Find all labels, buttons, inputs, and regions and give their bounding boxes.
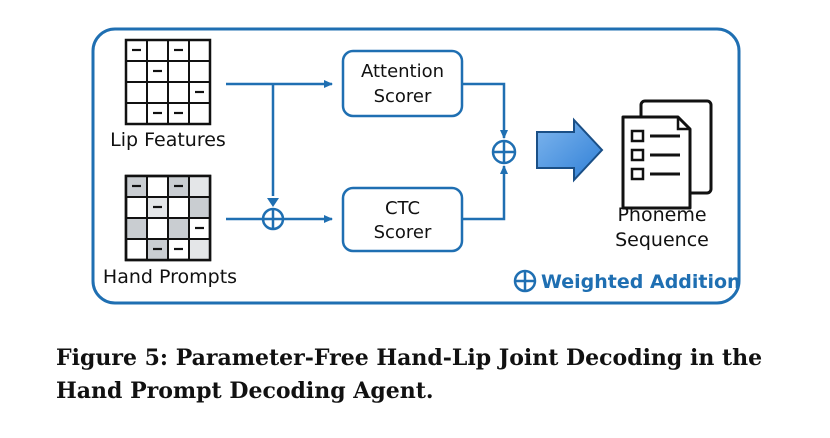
weighted-addition-node-input	[261, 207, 285, 231]
attention-scorer-label-line2: Scorer	[374, 86, 432, 107]
diagram-frame	[91, 27, 741, 305]
figure-caption: Figure 5: Parameter-Free Hand-Lip Joint …	[56, 342, 796, 408]
hand-prompts-label: Hand Prompts	[103, 266, 237, 288]
lip-to-sum-arrowhead	[267, 198, 279, 207]
lip-features-grid-icon	[124, 38, 212, 126]
decoding-diagram: Lip Features Hand Prompts	[91, 27, 741, 305]
attention-scorer-label-line1: Attention	[361, 61, 444, 82]
caption-line-1: Figure 5: Parameter-Free Hand-Lip Joint …	[56, 345, 763, 371]
phoneme-document-icon	[621, 99, 713, 210]
lip-features-label: Lip Features	[110, 129, 226, 151]
phoneme-sequence-label-line2: Sequence	[615, 229, 709, 251]
weighted-addition-node-output	[491, 139, 517, 165]
hand-prompts-grid-icon	[124, 174, 212, 262]
phoneme-sequence-label-line1: Phoneme	[617, 204, 706, 226]
attention-scorer-box	[341, 49, 464, 118]
output-arrow-icon	[536, 117, 604, 183]
weighted-addition-legend-icon	[513, 269, 537, 293]
caption-line-2: Hand Prompt Decoding Agent.	[56, 378, 434, 404]
ctc-scorer-label-line1: CTC	[385, 198, 420, 219]
ctc-scorer-label-line2: Scorer	[374, 222, 432, 243]
ctc-scorer-box	[341, 186, 464, 253]
flow-connectors	[226, 80, 508, 223]
weighted-addition-legend-label: Weighted Addition	[541, 271, 741, 293]
